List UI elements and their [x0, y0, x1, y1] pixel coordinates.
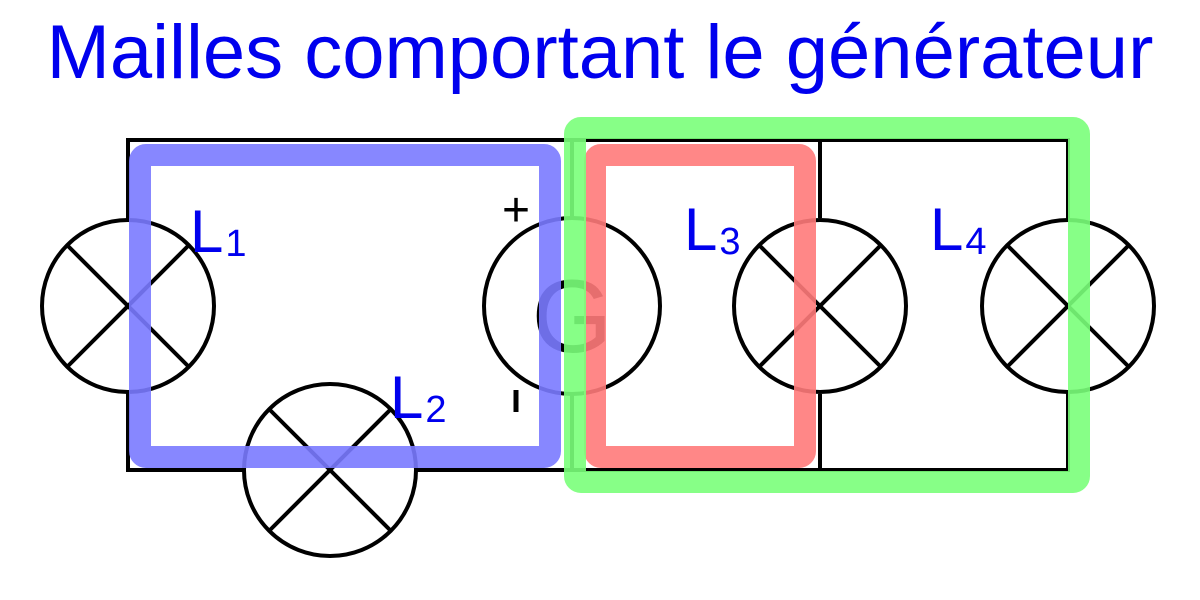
lamp-label-l3: L3 — [684, 196, 741, 263]
loop-green-highlight — [564, 117, 1090, 493]
generator-plus-sign: + — [502, 184, 530, 237]
lamp-l1 — [40, 218, 216, 394]
lamp-label-l4: L4 — [930, 196, 987, 263]
lamp-l2 — [242, 382, 418, 558]
loop-red-highlight — [584, 144, 816, 468]
lamp-l3 — [732, 218, 908, 394]
loop-blue-highlight — [129, 144, 561, 468]
diagram-title: Mailles comportant le générateur — [46, 10, 1154, 95]
lamp-label-l2: L2 — [390, 364, 447, 431]
lamp-label-l1: L1 — [190, 198, 247, 265]
